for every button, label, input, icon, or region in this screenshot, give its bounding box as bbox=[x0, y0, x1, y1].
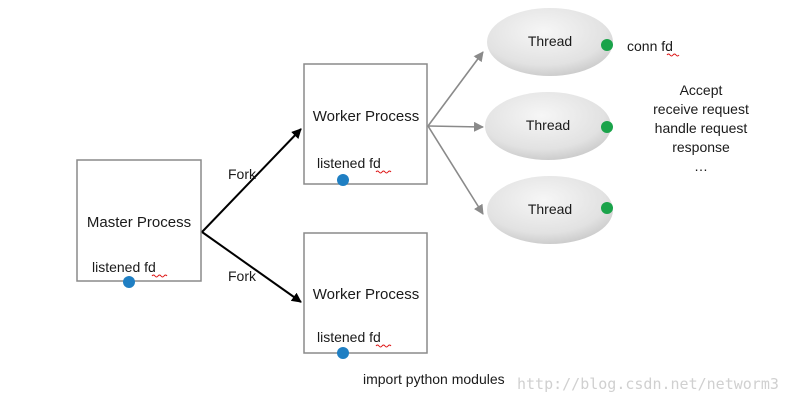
worker-process-2: Worker Process listened fd bbox=[303, 232, 428, 359]
fork-label-upper: Fork bbox=[228, 166, 257, 182]
worker-fd-label: listened fd bbox=[317, 329, 381, 345]
thread-step: handle request bbox=[655, 120, 748, 136]
thread-steps: Accept receive request handle request re… bbox=[653, 82, 749, 174]
worker-process-title: Worker Process bbox=[313, 286, 419, 303]
thread-label: Thread bbox=[528, 201, 572, 217]
thread-step: response bbox=[672, 139, 730, 155]
worker-fd-spell-underline bbox=[375, 344, 392, 348]
fork-arrow-upper bbox=[201, 128, 302, 233]
worker-fd-spell-underline bbox=[375, 170, 392, 174]
worker-process-box bbox=[303, 63, 428, 185]
import-label: import python modules bbox=[363, 371, 505, 387]
thread-2: Thread bbox=[485, 92, 613, 160]
fork-label-lower: Fork bbox=[228, 268, 257, 284]
master-process: Master Process listened fd bbox=[76, 159, 202, 288]
thread-conn-dot bbox=[601, 202, 613, 214]
master-fd-label: listened fd bbox=[92, 259, 156, 275]
worker-process-box bbox=[303, 232, 428, 354]
thread-ellipse bbox=[485, 92, 611, 160]
fork-arrow-lower bbox=[201, 231, 302, 303]
master-fd-spell-underline bbox=[151, 274, 168, 278]
worker-process-title: Worker Process bbox=[313, 108, 419, 125]
thread-arrow-middle bbox=[427, 121, 484, 132]
thread-conn-dot bbox=[601, 39, 613, 51]
thread-arrow-top bbox=[427, 51, 484, 127]
thread-ellipse bbox=[487, 176, 613, 244]
thread-step: Accept bbox=[680, 82, 723, 98]
thread-arrows bbox=[427, 51, 484, 215]
thread-step: … bbox=[694, 158, 708, 174]
worker-fd-dot bbox=[337, 347, 349, 359]
conn-fd-spell-underline bbox=[666, 53, 680, 57]
thread-3: Thread bbox=[487, 176, 613, 244]
conn-fd-label: conn fd bbox=[627, 38, 673, 54]
thread-conn-dot bbox=[601, 121, 613, 133]
thread-label: Thread bbox=[526, 117, 570, 133]
thread-label: Thread bbox=[528, 33, 572, 49]
worker-fd-label: listened fd bbox=[317, 155, 381, 171]
master-process-title: Master Process bbox=[87, 214, 191, 231]
watermark: http://blog.csdn.net/networm3 bbox=[517, 375, 779, 393]
fork-arrows: Fork Fork bbox=[201, 128, 302, 303]
worker-process-1: Worker Process listened fd bbox=[303, 63, 428, 186]
master-fd-dot bbox=[123, 276, 135, 288]
thread-arrow-bottom bbox=[427, 125, 484, 215]
master-process-box bbox=[76, 159, 202, 282]
thread-1: Thread bbox=[487, 8, 613, 76]
thread-ellipse bbox=[487, 8, 613, 76]
worker-fd-dot bbox=[337, 174, 349, 186]
thread-step: receive request bbox=[653, 101, 749, 117]
